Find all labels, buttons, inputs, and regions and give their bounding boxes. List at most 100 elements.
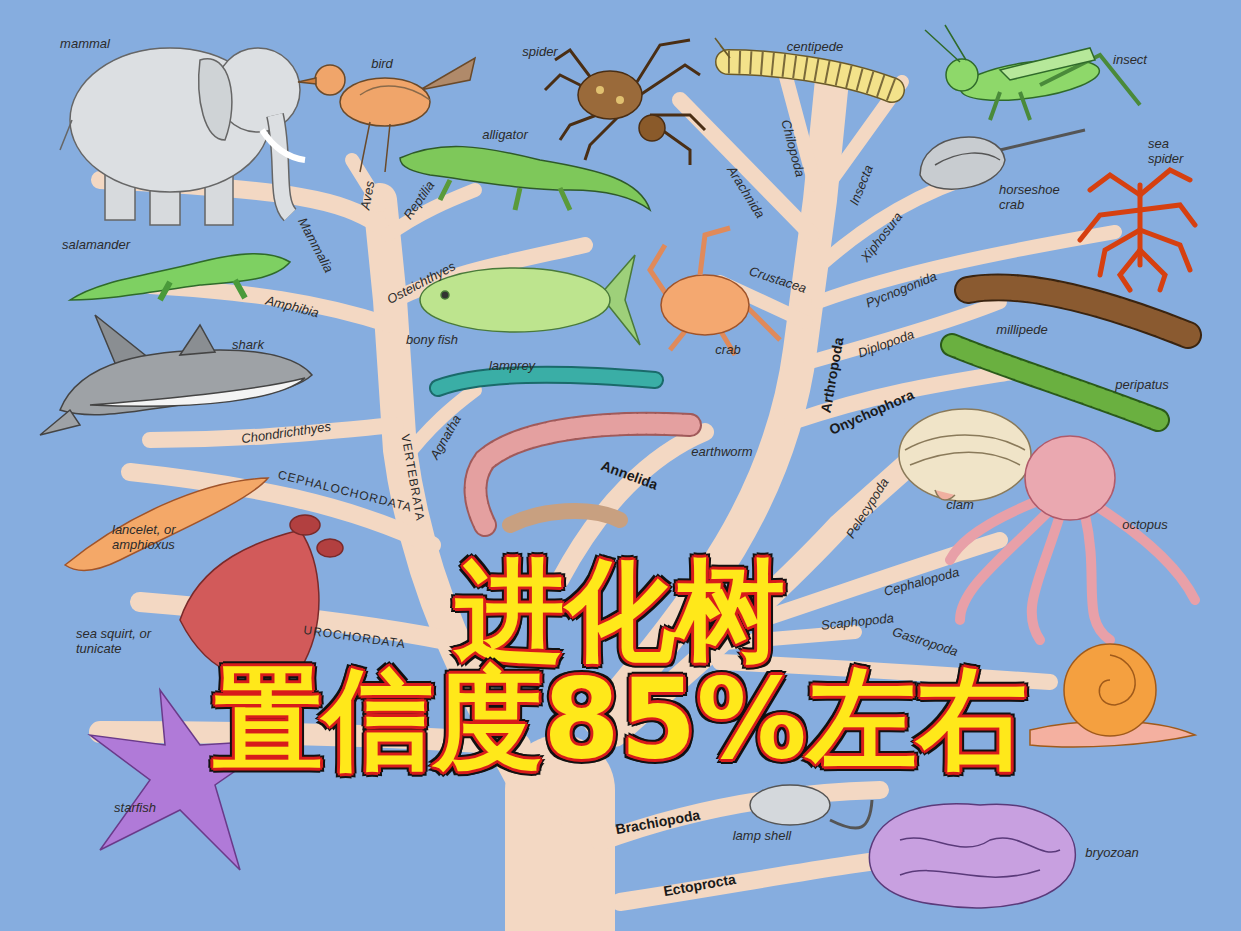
taxon-name: UROCHORDATA (303, 624, 407, 652)
tree-branch (680, 100, 812, 235)
animal-name: lamp shell (733, 829, 792, 844)
lamprey (438, 375, 655, 388)
centipede (728, 62, 892, 90)
spider (639, 115, 665, 141)
animal-name: millipede (996, 323, 1047, 338)
animal-name: Gastropoda (890, 624, 959, 659)
bryozoan (869, 804, 1075, 908)
taxon-name: Annelida (599, 457, 660, 492)
spider (545, 40, 705, 165)
lamp-shell (750, 785, 830, 825)
animal-name: Scaphopoda (821, 611, 895, 633)
shark (90, 378, 305, 406)
spider (616, 96, 624, 104)
clam (899, 409, 1031, 501)
animal-name: lamprey (489, 359, 535, 374)
spider (545, 40, 705, 165)
tree-branch (150, 286, 390, 325)
tree-branch (100, 62, 1115, 931)
bird (340, 78, 430, 126)
shark (40, 410, 80, 435)
salamander (70, 254, 290, 300)
octopus (950, 500, 1195, 640)
clam (905, 435, 1025, 465)
spider (578, 71, 642, 119)
bird (420, 58, 475, 90)
bird (315, 65, 345, 95)
animal-name: octopus (1122, 518, 1168, 533)
taxon-name: Onychophora (827, 386, 917, 438)
animal-name: insect (1113, 53, 1147, 68)
earthworm (476, 424, 690, 525)
elephant (275, 115, 290, 215)
animal-name: centipede (787, 40, 843, 55)
animal-name: starfish (114, 801, 156, 816)
animal-name: clam (946, 498, 973, 513)
animal-name: lancelet, or amphioxus (112, 523, 208, 553)
octopus (1025, 436, 1115, 520)
taxon-name: Brachiopoda (614, 807, 701, 838)
animal-name: earthworm (691, 445, 752, 460)
snail (1099, 655, 1135, 705)
animal-name: Chilopoda (777, 118, 807, 178)
shark (40, 315, 312, 435)
alligator (400, 146, 650, 210)
alligator (400, 146, 650, 210)
bird (360, 122, 390, 172)
earthworm (476, 424, 690, 525)
shark (180, 325, 215, 355)
sea-spider (1140, 170, 1195, 290)
animal-name: Diplopoda (856, 327, 916, 361)
centipede (715, 38, 730, 58)
earthworm (476, 424, 690, 525)
animal-name: Arachnida (723, 163, 767, 221)
salamander (70, 254, 290, 300)
centipede (728, 62, 892, 90)
animal-name: crab (715, 343, 740, 358)
sea-squirt (180, 530, 319, 679)
alligator (440, 180, 570, 210)
snail (1030, 644, 1195, 747)
lamp-shell (750, 785, 872, 828)
lamprey (438, 375, 655, 388)
sea-spider (1080, 175, 1140, 290)
animal-name: Xiphosura (858, 209, 906, 264)
animal-name: bryozoan (1085, 846, 1138, 861)
horseshoe-crab (935, 153, 1000, 165)
centipede (728, 62, 892, 90)
grasshopper (925, 25, 966, 62)
grasshopper (925, 25, 1140, 120)
animal-name: mammal (60, 37, 110, 52)
centipede (715, 38, 892, 90)
salamander (160, 280, 245, 300)
animal-name: shark (232, 338, 264, 353)
animal-name: Crustacea (748, 264, 809, 297)
animal-name: peripatus (1115, 378, 1168, 393)
animal-name: Chondrichthyes (240, 419, 332, 446)
horseshoe-crab (920, 137, 1005, 189)
animal-name: horseshoe crab (999, 183, 1071, 213)
overlay-caption: 置信度85%左右 (213, 662, 1026, 778)
shark (60, 350, 312, 415)
taxon-name: Ectoprocta (663, 871, 738, 900)
overlay-caption: 进化树 (455, 554, 785, 670)
horseshoe-crab (1000, 130, 1085, 150)
elephant (60, 120, 72, 150)
crab (650, 228, 780, 355)
crab (661, 275, 749, 335)
taxon-name: CEPHALOCHORDATA (276, 469, 413, 516)
animal-name: Insecta (847, 163, 877, 207)
animal-name: Pycnogonida (864, 269, 939, 311)
bird (298, 78, 316, 84)
animal-name: Reptilia (401, 178, 438, 222)
animal-name: Osteichthyes (385, 259, 458, 307)
clam (899, 409, 1031, 501)
animal-name: sea squirt, or tunicate (76, 627, 168, 657)
bryozoan (869, 804, 1075, 908)
animal-name: Cephalopoda (883, 565, 962, 599)
sea-squirt (317, 539, 343, 557)
bryozoan (900, 838, 1060, 877)
sea-spider (1080, 170, 1195, 290)
spider (596, 86, 604, 94)
